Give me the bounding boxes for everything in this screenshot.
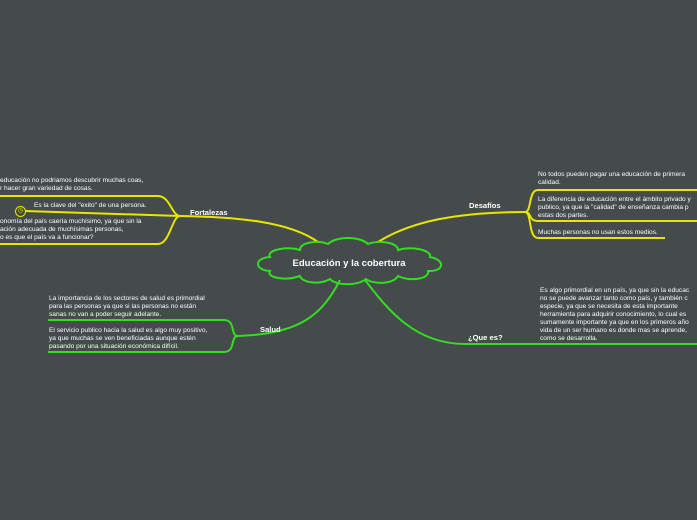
desafios-item-3[interactable]: Muchas personas no usan estos medios. xyxy=(538,229,658,236)
connector-center-desafios xyxy=(377,211,526,243)
connector-desafios-item-3 xyxy=(524,211,665,239)
central-topic[interactable]: Educación y la cobertura xyxy=(292,257,406,269)
central-cloud-outline xyxy=(257,237,442,286)
branch-label-que-es[interactable]: ¿Que es? xyxy=(468,333,503,342)
connector-fortalezas-item-2 xyxy=(24,210,181,217)
connector-fortalezas-item-3 xyxy=(0,215,181,245)
connector-center-que-es xyxy=(364,279,697,345)
fortalezas-item-1[interactable]: educación no podriamos descubrir muchas … xyxy=(0,177,144,192)
connector-desafios-item-1 xyxy=(524,189,697,213)
green-connectors xyxy=(48,237,697,353)
desafios-item-1[interactable]: No todos pueden pagar una educación de p… xyxy=(538,171,685,186)
salud-item-1[interactable]: La importancia de los sectores de salud … xyxy=(49,295,205,318)
branch-label-salud[interactable]: Salud xyxy=(260,325,281,334)
fortalezas-item-3[interactable]: onomía del país caería muchísimo, ya que… xyxy=(0,218,142,241)
clock-icon: ◷ xyxy=(15,206,26,217)
yellow-connectors xyxy=(0,189,697,245)
connector-salud-item-2 xyxy=(48,335,239,353)
connector-center-salud xyxy=(237,279,341,337)
branch-label-desafios[interactable]: Desafíos xyxy=(469,201,501,210)
connector-center-fortalezas xyxy=(179,215,319,243)
fortalezas-item-2[interactable]: Es la clave del "exito" de una persona. xyxy=(34,202,147,209)
que-es-item-1[interactable]: Es algo primordial en un país, ya que si… xyxy=(540,287,690,342)
salud-item-2[interactable]: El servicio publico hacia la salud es al… xyxy=(49,327,208,350)
branch-label-fortalezas[interactable]: Fortalezas xyxy=(190,208,228,217)
desafios-item-2[interactable]: La diferencia de educación entre el ámbi… xyxy=(538,196,691,219)
